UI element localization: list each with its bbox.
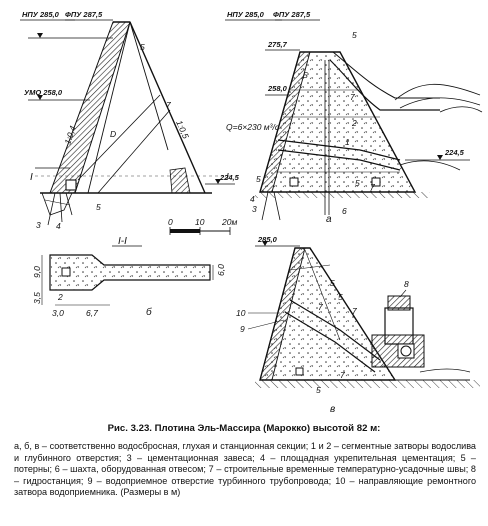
label-sub-d: D — [110, 129, 116, 139]
callout-5-powerhouse-low: 5 — [316, 385, 321, 395]
label-fpu-287-blind: ФПУ 287,5 — [65, 10, 103, 19]
label-level-285: 285,0 — [257, 235, 278, 244]
label-level-275: 275,7 — [267, 40, 288, 49]
section-mark-i-left: I — [30, 172, 33, 183]
callout-7-powerhouse-b: 7 — [352, 306, 357, 316]
callout-3-spillway: 3 — [252, 204, 257, 214]
callout-5-top: 5 — [140, 42, 145, 52]
figure-caption-body: а, б, в – соответственно водосбросная, г… — [14, 441, 476, 498]
label-level-224-spillway: 224,5 — [444, 148, 465, 157]
label-level-258: 258,0 — [267, 84, 288, 93]
callout-7-spillway-low: 7 — [370, 182, 375, 192]
dim-3-5: 3,5 — [32, 292, 42, 304]
callout-2-spillway: 2 — [351, 118, 357, 128]
label-npu-285-blind: НПУ 285,0 — [22, 10, 60, 19]
sub-label-a: а — [326, 214, 332, 225]
section-i-i-plan: I-I 9,0 3,5 2 3,0 6,7 6,0 б — [32, 236, 226, 318]
dim-9: 9,0 — [32, 266, 42, 278]
scale-label-0: 0 — [168, 217, 173, 227]
label-discharge: Q=6×230 м³/с — [226, 122, 280, 132]
callout-5-powerhouse-a: 5 — [330, 278, 335, 288]
callout-5-spillway-left: 5 — [256, 174, 261, 184]
callout-4-blind: 4 — [56, 221, 61, 231]
callout-8: 8 — [404, 279, 409, 289]
label-fpu-287-spillway: ФПУ 287,5 — [273, 10, 311, 19]
section-spillway: НПУ 285,0 ФПУ 287,5 275,7 258,0 224,5 Q=… — [225, 10, 483, 225]
callout-5-spillway-a: 5 — [303, 70, 308, 80]
callout-4-spillway: 4 — [250, 194, 255, 204]
section-powerhouse: 285,0 5 7 5 7 10 9 8 5 7 в — [236, 235, 480, 415]
callout-5-bottom: 5 — [96, 202, 101, 212]
callout-9: 9 — [240, 324, 245, 334]
scale-label-20: 20м — [221, 217, 237, 227]
callout-3-blind: 3 — [36, 220, 41, 230]
section-blind-dam: НПУ 285,0 ФПУ 287,5 УМО 258,0 224,5 1:0,… — [20, 10, 240, 231]
callout-7-spillway: 7 — [350, 92, 355, 102]
scale-bar: 0 10 20м — [168, 217, 237, 235]
section-mark-i-right: I — [226, 172, 229, 183]
dim-6-7: 6,7 — [86, 308, 98, 318]
callout-7-powerhouse-low: 7 — [340, 370, 345, 380]
dim-6-0: 6,0 — [216, 264, 226, 276]
dam-cross-sections-figure: НПУ 285,0 ФПУ 287,5 УМО 258,0 224,5 1:0,… — [20, 10, 483, 415]
label-umo-258: УМО 258,0 — [24, 88, 63, 97]
label-level-224-blind: 224,5 — [219, 173, 240, 182]
callout-7-blind: 7 — [166, 100, 171, 110]
sub-label-v: в — [330, 404, 335, 415]
callout-5-spillway-low: 5 — [355, 178, 360, 188]
callout-1-spillway: 1 — [345, 137, 350, 147]
callout-7-powerhouse-a: 7 — [318, 302, 323, 312]
dim-3-0: 3,0 — [52, 308, 64, 318]
scale-label-10: 10 — [195, 217, 205, 227]
dim-2: 2 — [57, 292, 63, 302]
callout-6-spillway: 6 — [342, 206, 347, 216]
callout-10: 10 — [236, 308, 246, 318]
label-npu-285-spillway: НПУ 285,0 — [227, 10, 265, 19]
sub-label-b: б — [146, 306, 152, 318]
callout-5-spillway-top: 5 — [352, 30, 357, 40]
section-mark-title: I-I — [118, 236, 127, 247]
callout-5-powerhouse-b: 5 — [338, 292, 343, 302]
figure-caption-title: Рис. 3.23. Плотина Эль-Массира (Марокко)… — [107, 423, 381, 434]
